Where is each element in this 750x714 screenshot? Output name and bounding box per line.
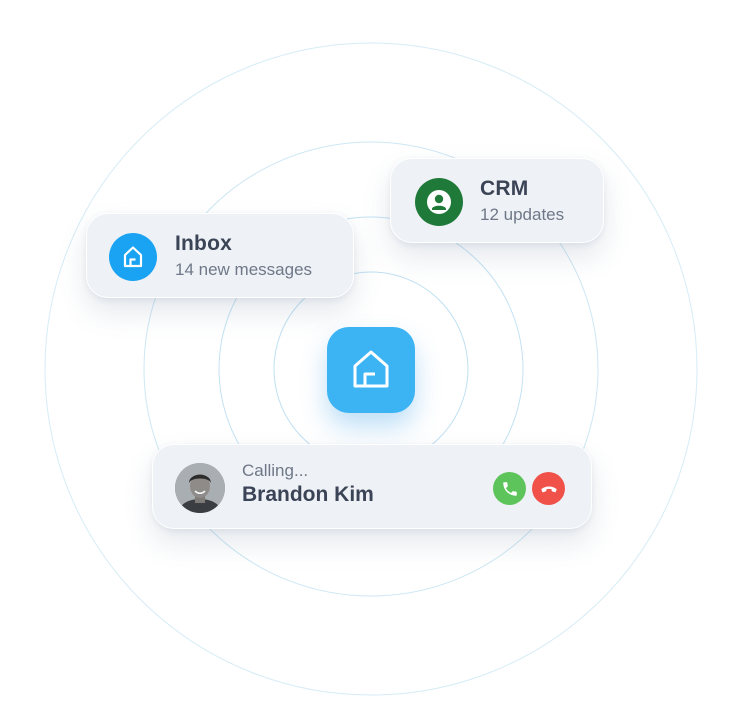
- crm-card[interactable]: CRM 12 updates: [390, 158, 604, 243]
- crm-subtitle: 12 updates: [480, 205, 565, 224]
- user-icon: [415, 178, 463, 226]
- call-status: Calling...: [242, 461, 309, 480]
- inbox-card[interactable]: Inbox 14 new messages: [86, 213, 354, 298]
- ring-outer: [44, 42, 698, 696]
- phone-hangup-icon: [540, 486, 557, 492]
- inbox-title: Inbox: [175, 232, 232, 255]
- call-card: Calling... Brandon Kim: [152, 444, 592, 529]
- avatar: [175, 463, 225, 513]
- accept-call-button[interactable]: [493, 472, 526, 505]
- crm-title: CRM: [480, 177, 529, 200]
- decline-call-button[interactable]: [532, 472, 565, 505]
- inbox-subtitle: 14 new messages: [175, 260, 313, 279]
- caller-name: Brandon Kim: [242, 483, 374, 506]
- center-app-tile[interactable]: [327, 327, 415, 413]
- home-icon: [353, 350, 389, 388]
- phone-icon: [502, 481, 517, 496]
- ring-large: [143, 141, 599, 597]
- home-icon: [109, 233, 157, 281]
